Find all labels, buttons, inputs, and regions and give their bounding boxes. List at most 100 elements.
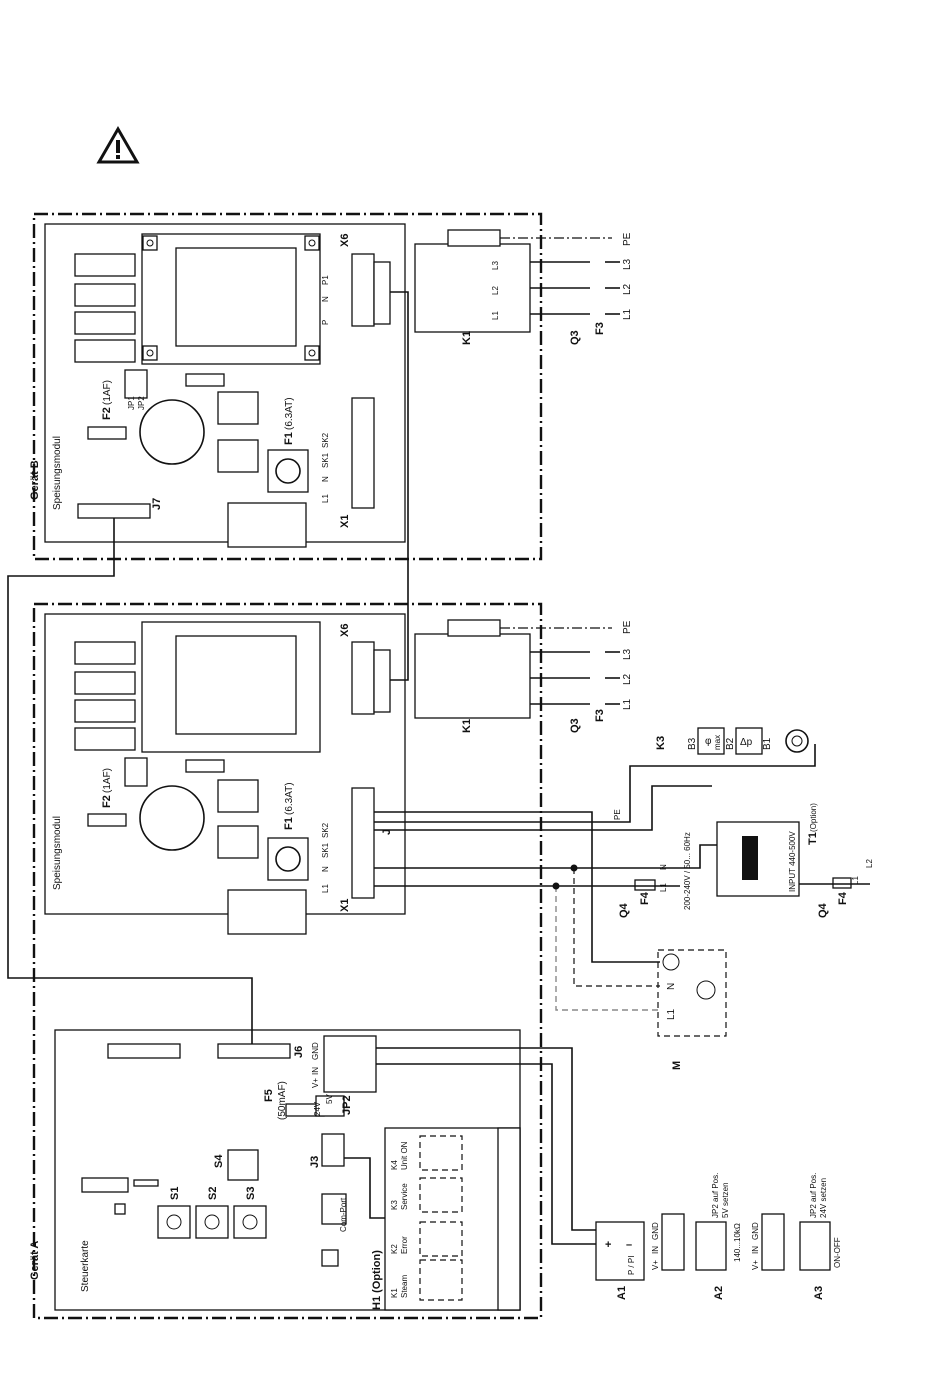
svg-text:K3: K3 xyxy=(655,736,667,750)
svg-text:V+: V+ xyxy=(651,1260,660,1270)
svg-text:JP2: JP2 xyxy=(137,396,146,410)
svg-text:L3: L3 xyxy=(622,648,633,660)
svg-text:P1: P1 xyxy=(321,275,330,285)
svg-text:PE: PE xyxy=(622,232,633,246)
warning-icon xyxy=(96,125,140,164)
svg-text:ON-OFF: ON-OFF xyxy=(833,1237,842,1268)
svg-text:F2: F2 xyxy=(101,795,113,808)
svg-text:(Option): (Option) xyxy=(809,803,818,832)
svg-text:–: – xyxy=(626,1239,632,1251)
svg-text:J7: J7 xyxy=(151,498,163,510)
controller-a1: + – P / PI A1 xyxy=(595,1221,645,1300)
safety-chain: φ max Δp K3 B3 B2 B1 J PE xyxy=(381,727,809,835)
svg-text:A1: A1 xyxy=(616,1286,628,1300)
svg-text:(50mAF): (50mAF) xyxy=(277,1081,288,1120)
svg-text:Δp: Δp xyxy=(740,737,753,748)
svg-text:L2: L2 xyxy=(622,283,633,295)
svg-text:J3: J3 xyxy=(309,1156,321,1168)
svg-text:V+: V+ xyxy=(751,1260,760,1270)
svg-text:SK1: SK1 xyxy=(321,452,330,468)
svg-text:L1: L1 xyxy=(851,876,860,885)
svg-text:B2: B2 xyxy=(725,737,736,750)
svg-text:F3: F3 xyxy=(594,322,606,335)
controller-a2: V+ IN GND A2 140...10kΩ JP2 auf Pos. 5V … xyxy=(651,1173,742,1300)
svg-text:24V setzen: 24V setzen xyxy=(819,1178,828,1218)
svg-text:SK1: SK1 xyxy=(321,842,330,858)
svg-text:N: N xyxy=(659,864,668,870)
geraet-a-frame xyxy=(32,602,543,1320)
svg-text:F4: F4 xyxy=(639,891,651,905)
svg-text:SK2: SK2 xyxy=(321,432,330,448)
svg-text:JP1: JP1 xyxy=(127,396,136,410)
svg-text:max: max xyxy=(713,735,722,750)
svg-text:JP2 auf Pos.: JP2 auf Pos. xyxy=(809,1173,818,1218)
geraet-b-label: Gerät B xyxy=(29,460,41,500)
svg-text:H1 (Option): H1 (Option) xyxy=(371,1250,383,1310)
svg-text:(6.3AT): (6.3AT) xyxy=(284,782,295,815)
svg-text:Error: Error xyxy=(400,1236,409,1254)
svg-text:L1: L1 xyxy=(666,1008,677,1020)
svg-text:K3: K3 xyxy=(390,1200,399,1210)
svg-text:(1AF): (1AF) xyxy=(102,768,113,793)
svg-text:F4: F4 xyxy=(837,891,849,905)
svg-text:L2: L2 xyxy=(865,859,874,868)
svg-text:Unit ON: Unit ON xyxy=(400,1141,409,1170)
svg-text:+: + xyxy=(605,1239,611,1251)
svg-text:N: N xyxy=(321,476,330,482)
svg-text:B3: B3 xyxy=(687,737,698,750)
speisungsmodul-b: Speisungsmodul X6 P N P1 F1 (6.3AT) F2 (… xyxy=(44,223,406,548)
svg-text:PE: PE xyxy=(613,809,622,820)
svg-text:K1: K1 xyxy=(461,719,473,733)
svg-text:IN: IN xyxy=(751,1246,760,1254)
motor-m: N L1 M xyxy=(657,949,727,1070)
svg-text:140...10kΩ: 140...10kΩ xyxy=(733,1223,742,1262)
svg-text:200-240V / 50... 60Hz: 200-240V / 50... 60Hz xyxy=(683,832,692,910)
wires xyxy=(7,237,870,1245)
svg-text:L2: L2 xyxy=(622,673,633,685)
controller-a3: V+ IN GND A3 ON-OFF JP2 auf Pos. 24V set… xyxy=(751,1173,842,1300)
svg-text:S3: S3 xyxy=(245,1187,257,1200)
svg-text:X1: X1 xyxy=(339,515,351,528)
svg-text:A3: A3 xyxy=(813,1286,825,1300)
speisungsmodul-a: Speisungsmodul X6 F1 (6.3AT) F2 (1AF) X1… xyxy=(44,613,406,935)
svg-text:Speisungsmodul: Speisungsmodul xyxy=(52,816,63,890)
svg-text:N: N xyxy=(321,866,330,872)
svg-text:GND: GND xyxy=(651,1222,660,1240)
svg-text:IN: IN xyxy=(311,1067,320,1075)
svg-text:L2: L2 xyxy=(491,286,500,295)
svg-text:(1AF): (1AF) xyxy=(102,380,113,405)
svg-text:F5: F5 xyxy=(263,1089,275,1102)
svg-text:INPUT 440-500V: INPUT 440-500V xyxy=(788,831,797,892)
svg-text:J: J xyxy=(381,829,393,835)
svg-text:Steam: Steam xyxy=(400,1275,409,1298)
svg-text:M: M xyxy=(671,1061,683,1070)
svg-text:J6: J6 xyxy=(293,1046,305,1058)
svg-text:L3: L3 xyxy=(491,261,500,270)
svg-text:Steuerkarte: Steuerkarte xyxy=(80,1240,91,1292)
transformer-t1: T1 (Option) INPUT 440-500V Q4 F4 L1 L2 xyxy=(716,803,874,918)
svg-text:IN: IN xyxy=(651,1246,660,1254)
svg-text:L1: L1 xyxy=(321,884,330,893)
svg-text:F3: F3 xyxy=(594,709,606,722)
svg-text:Service: Service xyxy=(400,1183,409,1210)
geraet-a-label: Gerät A xyxy=(29,1241,41,1280)
svg-text:Q3: Q3 xyxy=(569,718,581,733)
svg-text:L1: L1 xyxy=(622,308,633,320)
geraet-b-frame xyxy=(32,212,543,561)
svg-text:P: P xyxy=(321,320,330,325)
svg-text:N: N xyxy=(321,296,330,302)
svg-text:B1: B1 xyxy=(762,737,773,750)
svg-text:φ: φ xyxy=(705,736,712,747)
svg-text:Q3: Q3 xyxy=(569,330,581,345)
contactor-k1-b: K1 L3 L2 L1 Q3 F3 PE L3 L2 L1 xyxy=(414,229,633,345)
svg-text:T1: T1 xyxy=(807,832,819,845)
svg-text:S1: S1 xyxy=(169,1187,181,1200)
svg-text:X1: X1 xyxy=(339,899,351,912)
svg-text:S2: S2 xyxy=(207,1187,219,1200)
steuerkarte: Steuerkarte J6 GND IN V+ F5 (50mAF) 24V … xyxy=(54,1029,521,1311)
svg-text:X6: X6 xyxy=(339,624,351,637)
svg-text:SK2: SK2 xyxy=(321,822,330,838)
svg-text:F1: F1 xyxy=(283,817,295,830)
svg-text:L1: L1 xyxy=(622,698,633,710)
contactor-k1-a: K1 Q3 F3 PE L3 L2 L1 xyxy=(414,619,633,733)
